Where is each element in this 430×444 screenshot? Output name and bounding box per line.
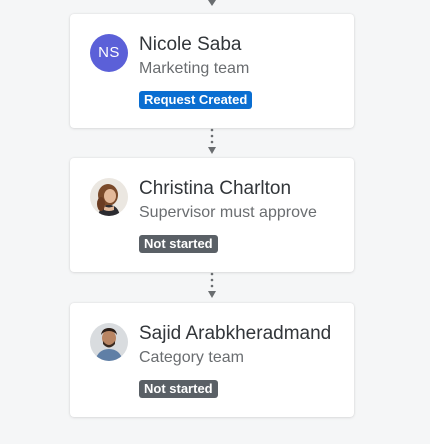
person-role: Supervisor must approve	[139, 204, 317, 221]
person-name: Nicole Saba	[139, 34, 242, 55]
person-photo-avatar	[90, 323, 128, 361]
person-role: Marketing team	[139, 60, 250, 77]
person-name: Christina Charlton	[139, 178, 292, 199]
arrow-down-icon	[208, 0, 216, 6]
avatar-initials: NS	[98, 44, 120, 61]
avatar	[90, 178, 128, 216]
process-step-card[interactable]: Sajid Arabkheradmand Category team Not s…	[70, 303, 354, 417]
process-step-card[interactable]: NS Nicole Saba Marketing team Request Cr…	[70, 14, 354, 128]
person-photo-avatar	[90, 178, 128, 216]
person-name: Sajid Arabkheradmand	[139, 323, 332, 344]
dotted-arrow-down-icon	[208, 128, 216, 154]
process-step-card[interactable]: Christina Charlton Supervisor must appro…	[70, 158, 354, 272]
status-badge: Not started	[139, 235, 218, 253]
avatar: NS	[90, 34, 128, 72]
status-badge: Request Created	[139, 91, 253, 109]
person-role: Category team	[139, 349, 244, 366]
dotted-arrow-down-icon	[208, 272, 216, 298]
status-badge: Not started	[139, 380, 218, 398]
avatar	[90, 323, 128, 361]
